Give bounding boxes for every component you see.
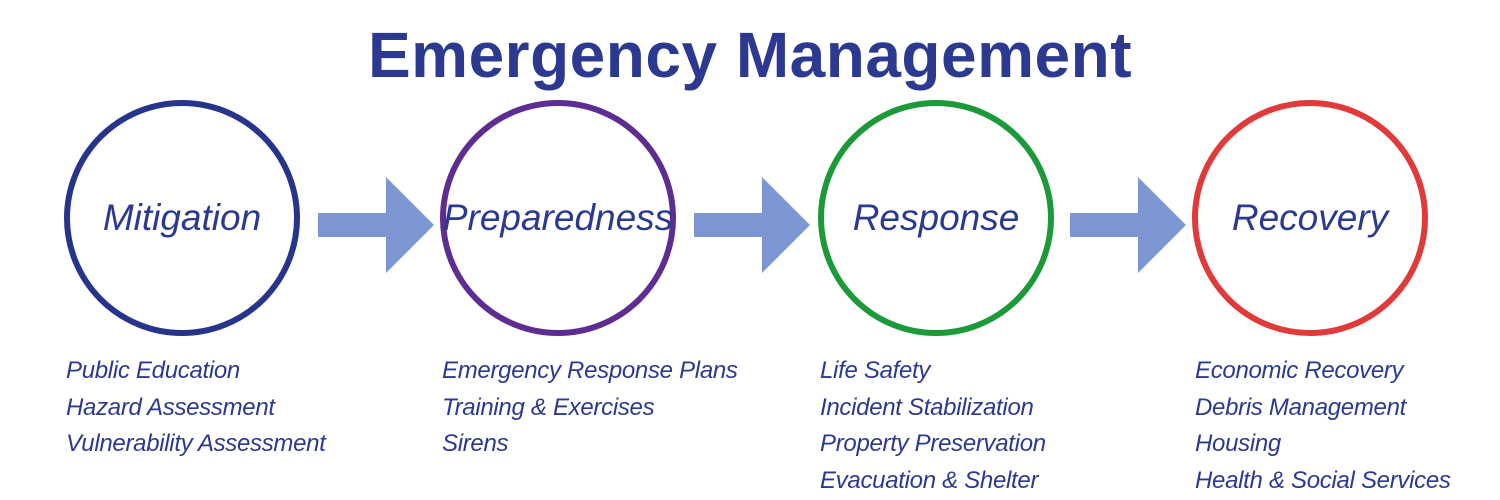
list-item: Training & Exercises (442, 393, 655, 421)
preparedness-label: Preparedness (442, 197, 674, 238)
list-item: Life Safety (820, 357, 931, 384)
preparedness-items: Emergency Response Plans Training & Exer… (442, 353, 738, 463)
list-item: Vulnerability Assessment (66, 430, 326, 457)
list-item: Emergency Response Plans (442, 357, 738, 384)
list-item: Incident Stabilization (820, 393, 1034, 421)
mitigation-label: Mitigation (102, 197, 262, 238)
preparedness-circle: Preparedness (440, 100, 676, 336)
right-arrow-icon (1070, 177, 1186, 273)
list-item: Evacuation & Shelter (820, 466, 1039, 494)
mitigation-circle: Mitigation (64, 100, 300, 336)
list-item: Public Education (66, 357, 240, 384)
response-circle: Response (818, 100, 1054, 336)
list-item: Economic Recovery (1195, 357, 1404, 384)
list-item: Property Preservation (820, 430, 1046, 457)
list-item: Debris Management (1195, 393, 1407, 421)
right-arrow-icon (694, 177, 810, 273)
list-item: Sirens (442, 430, 509, 457)
recovery-items: Economic Recovery Debris Management Hous… (1195, 353, 1451, 499)
list-item: Health & Social Services (1195, 466, 1451, 494)
response-label: Response (852, 197, 1020, 238)
diagram-title: Emergency Management (367, 19, 1133, 91)
response-items: Life Safety Incident Stabilization Prope… (820, 353, 1046, 499)
list-item: Hazard Assessment (66, 393, 275, 421)
list-item: Housing (1195, 430, 1281, 457)
right-arrow-icon (318, 177, 434, 273)
mitigation-items: Public Education Hazard Assessment Vulne… (66, 353, 326, 463)
recovery-label: Recovery (1231, 197, 1389, 238)
recovery-circle: Recovery (1192, 100, 1428, 336)
